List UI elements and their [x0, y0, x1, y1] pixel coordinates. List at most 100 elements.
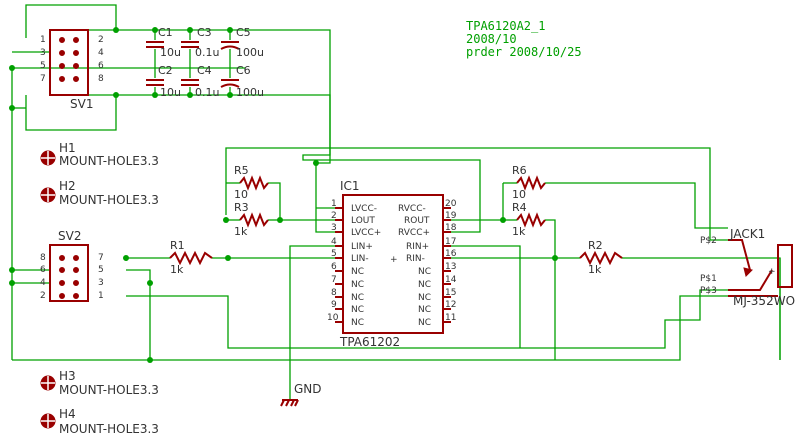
ic1-pin-num-1: 1 [331, 199, 337, 209]
title-line-2: 2008/10 [466, 32, 517, 46]
ic1-pin-label-nc-8: NC [351, 293, 364, 303]
c3-value: 0.1u [195, 46, 219, 59]
h1-name: H1 [59, 141, 76, 155]
mount-hole-h2: H2 MOUNT-HOLE3.3 [40, 179, 159, 207]
ic1-pin-label-nc-15: NC [418, 293, 431, 303]
sv1-pin-8: 8 [98, 74, 104, 84]
sv2-pin-6: 6 [40, 265, 46, 275]
ic1-name: IC1 [340, 179, 360, 193]
sv2-pin-1: 1 [98, 291, 104, 301]
sv2-pin-2: 2 [40, 291, 46, 301]
resistor-r2: R2 1k [579, 239, 623, 276]
r1-value: 1k [170, 263, 184, 276]
ic1-pin-num-16: 16 [445, 249, 457, 259]
c4-name: C4 [197, 64, 212, 77]
capacitor-c5: C5 100u [220, 26, 264, 68]
ic1-pin-label-nc-14: NC [418, 280, 431, 290]
c3-name: C3 [197, 26, 212, 39]
ic1-pin-num-4: 4 [331, 237, 337, 247]
resistor-r6: R6 10 [512, 164, 546, 201]
ic1-chip: IC1 TPA61202 + 1 2 3 4 5 6 7 8 9 10 LVCC… [327, 179, 457, 349]
wires [11, 4, 781, 400]
h3-name: H3 [59, 369, 76, 383]
ic1-pin-label-rout: ROUT [404, 216, 430, 226]
ic1-value: TPA61202 [339, 335, 400, 349]
ic1-pin-num-9: 9 [331, 300, 337, 310]
title-line-3: prder 2008/10/25 [466, 45, 582, 59]
sv2-pin-7: 7 [98, 253, 104, 263]
ic1-pin-label-nc-9: NC [351, 305, 364, 315]
ic1-pin-num-18: 18 [445, 223, 457, 233]
ic1-pin-num-17: 17 [445, 237, 456, 247]
sv2-pin-8: 8 [40, 253, 46, 263]
h4-name: H4 [59, 407, 76, 421]
ic1-pin-num-6: 6 [331, 262, 337, 272]
ic1-pin-num-7: 7 [331, 275, 337, 285]
mount-hole-h1: H1 MOUNT-HOLE3.3 [40, 141, 159, 168]
gnd-symbol: GND [280, 382, 322, 407]
sv2-pin-3: 3 [98, 278, 104, 288]
ic1-pin-label-lin-minus: LIN- [351, 254, 369, 264]
ic1-pin-label-nc-13: NC [418, 267, 431, 277]
title-block: TPA6120A2_1 2008/10 prder 2008/10/25 [466, 19, 582, 59]
r4-name: R4 [512, 201, 527, 214]
c1-value: 10u [160, 46, 181, 59]
sv1-pin-2: 2 [98, 35, 104, 45]
c2-name: C2 [158, 64, 173, 77]
sv1-pin-5: 5 [40, 61, 46, 71]
r5-value: 10 [234, 188, 248, 201]
ic1-pin-label-nc-11: NC [418, 318, 431, 328]
resistor-r4: R4 1k [512, 201, 546, 238]
ic1-pin-label-lvcc-minus: LVCC- [351, 204, 377, 214]
sv1-pin-3: 3 [40, 48, 46, 58]
jack1: JACK1 MJ-352WO P$2 P$1 P$3 + [700, 227, 795, 308]
h4-value: MOUNT-HOLE3.3 [59, 422, 159, 436]
ic1-pin-label-lout: LOUT [351, 216, 375, 226]
mount-hole-h4: H4 MOUNT-HOLE3.3 [40, 407, 159, 436]
sv1-pin-6: 6 [98, 61, 104, 71]
h3-value: MOUNT-HOLE3.3 [59, 383, 159, 397]
resistor-r3: R3 1k [234, 201, 269, 238]
ic1-pin-label-rin-plus: RIN+ [406, 242, 429, 252]
ic1-pin-num-2: 2 [331, 211, 337, 221]
jack1-pin-p1: P$1 [700, 274, 717, 284]
mount-holes: H1 MOUNT-HOLE3.3 H2 MOUNT-HOLE3.3 H3 MOU… [40, 141, 159, 436]
sv1-pin-7: 7 [40, 74, 46, 84]
r1-name: R1 [170, 239, 185, 252]
r6-name: R6 [512, 164, 527, 177]
ic1-pin-num-11: 11 [445, 313, 456, 323]
r2-name: R2 [588, 239, 603, 252]
sv1-label: SV1 [70, 97, 93, 111]
ic1-pin-num-5: 5 [331, 249, 337, 259]
ic1-pin-label-nc-6: NC [351, 267, 364, 277]
c6-name: C6 [236, 64, 251, 77]
mount-hole-h3: H3 MOUNT-HOLE3.3 [40, 369, 159, 397]
c5-name: C5 [236, 26, 251, 39]
ic1-pin-label-nc-12: NC [418, 305, 431, 315]
ic1-pin-num-3: 3 [331, 223, 337, 233]
capacitors: C1 10u C3 0.1u C5 100u C2 10u [146, 26, 264, 99]
r3-value: 1k [234, 225, 248, 238]
ic1-pin-label-lvcc-plus: LVCC+ [351, 228, 381, 238]
r4-value: 1k [512, 225, 526, 238]
ic1-pin-label-lin-plus: LIN+ [351, 242, 373, 252]
capacitor-c3: C3 0.1u [181, 26, 219, 68]
sv2-pin-4: 4 [40, 278, 46, 288]
sv1-pin-4: 4 [98, 48, 104, 58]
ic1-pin-num-19: 19 [445, 211, 457, 221]
title-line-1: TPA6120A2_1 [466, 19, 545, 33]
ic1-pin-num-12: 12 [445, 300, 456, 310]
jack1-name: JACK1 [729, 227, 765, 241]
gnd-label: GND [294, 382, 322, 396]
capacitor-c1: C1 10u [146, 26, 181, 68]
capacitor-c6: C6 100u [220, 64, 264, 99]
sv2-pin-5: 5 [98, 265, 104, 275]
ic1-pin-label-nc-10: NC [351, 318, 364, 328]
r3-name: R3 [234, 201, 249, 214]
jack1-pin-p2: P$2 [700, 236, 717, 246]
c1-name: C1 [158, 26, 173, 39]
capacitor-c4: C4 0.1u [181, 64, 219, 99]
h1-value: MOUNT-HOLE3.3 [59, 154, 159, 168]
capacitor-c2: C2 10u [146, 64, 181, 99]
